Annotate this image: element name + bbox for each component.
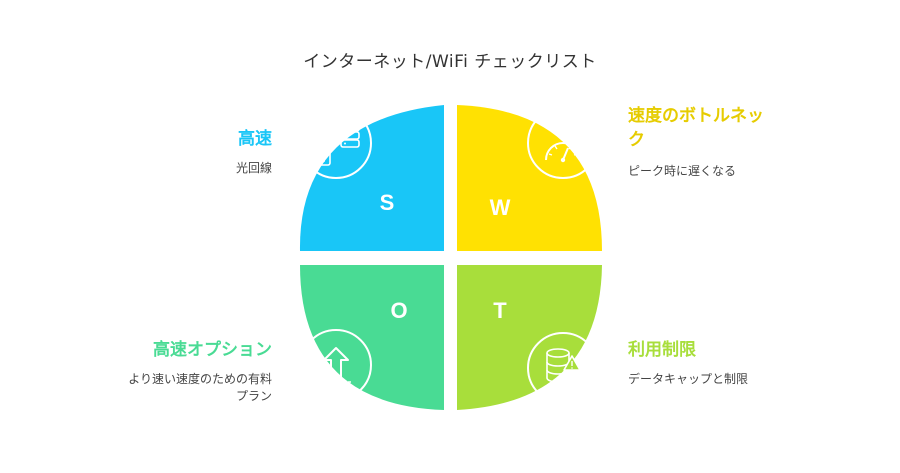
weakness-label: 速度のボトルネック ピーク時に遅くなる	[628, 104, 778, 180]
strength-heading: 高速	[238, 129, 272, 149]
opportunity-letter: O	[390, 298, 407, 323]
opportunity-quadrant	[300, 265, 444, 410]
database-limit-icon: 500	[527, 332, 599, 404]
upload-arrow-icon	[300, 329, 372, 401]
data-cap-value: 500	[563, 377, 583, 391]
strength-label: 高速 光回線	[236, 127, 272, 177]
weakness-quadrant	[457, 105, 602, 251]
speedometer-icon	[527, 107, 599, 179]
page-title: インターネット/WiFi チェックリスト	[303, 52, 597, 72]
threat-quadrant	[457, 265, 602, 410]
threat-label: 利用制限 データキャップと制限	[628, 338, 758, 388]
strength-quadrant	[299, 105, 444, 251]
weakness-heading: 速度のボトルネック	[628, 106, 764, 150]
opportunity-heading: 高速オプション	[153, 340, 272, 360]
phone-server-sync-icon	[300, 107, 372, 179]
threat-heading: 利用制限	[628, 340, 696, 360]
opportunity-label: 高速オプション より速い速度のための有料プラン	[122, 338, 272, 405]
threat-description: データキャップと制限	[628, 372, 749, 386]
threat-letter: T	[493, 298, 507, 323]
weakness-description: ピーク時に遅くなる	[628, 164, 737, 178]
opportunity-description: より速い速度のための有料プラン	[128, 372, 272, 403]
strength-description: 光回線	[235, 161, 272, 175]
weakness-letter: W	[490, 195, 511, 220]
strength-letter: S	[380, 190, 395, 215]
